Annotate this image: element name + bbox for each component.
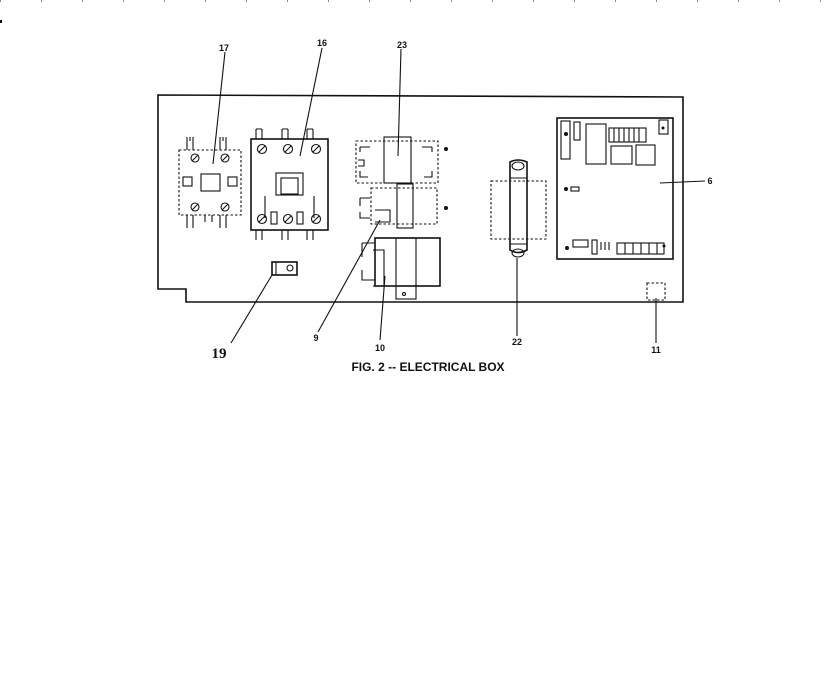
leader-9	[317, 219, 381, 333]
electrical-box-panel	[157, 94, 684, 303]
contactor-16	[250, 128, 329, 240]
callout-11: 11	[651, 345, 661, 355]
transformer-10	[361, 237, 441, 300]
callout-9: 9	[313, 333, 318, 343]
leader-6	[659, 180, 706, 184]
leader-17	[212, 51, 226, 165]
leader-16	[299, 47, 323, 157]
relay-9	[359, 183, 448, 229]
figure-caption: FIG. 2 -- ELECTRICAL BOX	[351, 360, 504, 374]
callout-16: 16	[317, 38, 327, 48]
contactor-17	[178, 137, 242, 228]
bracket-19	[271, 261, 298, 276]
callout-22: 22	[512, 337, 522, 347]
scan-edge-marks	[0, 0, 832, 23]
callout-10: 10	[375, 343, 385, 353]
callout-6: 6	[707, 176, 712, 186]
relay-23	[355, 136, 448, 184]
leader-19	[230, 274, 273, 344]
leader-10	[379, 275, 386, 341]
callout-19: 19	[212, 346, 227, 362]
transformer-22	[490, 159, 547, 258]
part-11	[646, 282, 666, 301]
callout-23: 23	[397, 40, 407, 50]
callout-17: 17	[219, 43, 229, 53]
leader-lines	[212, 47, 706, 344]
leader-23	[397, 48, 402, 157]
control-board-6	[556, 117, 674, 260]
